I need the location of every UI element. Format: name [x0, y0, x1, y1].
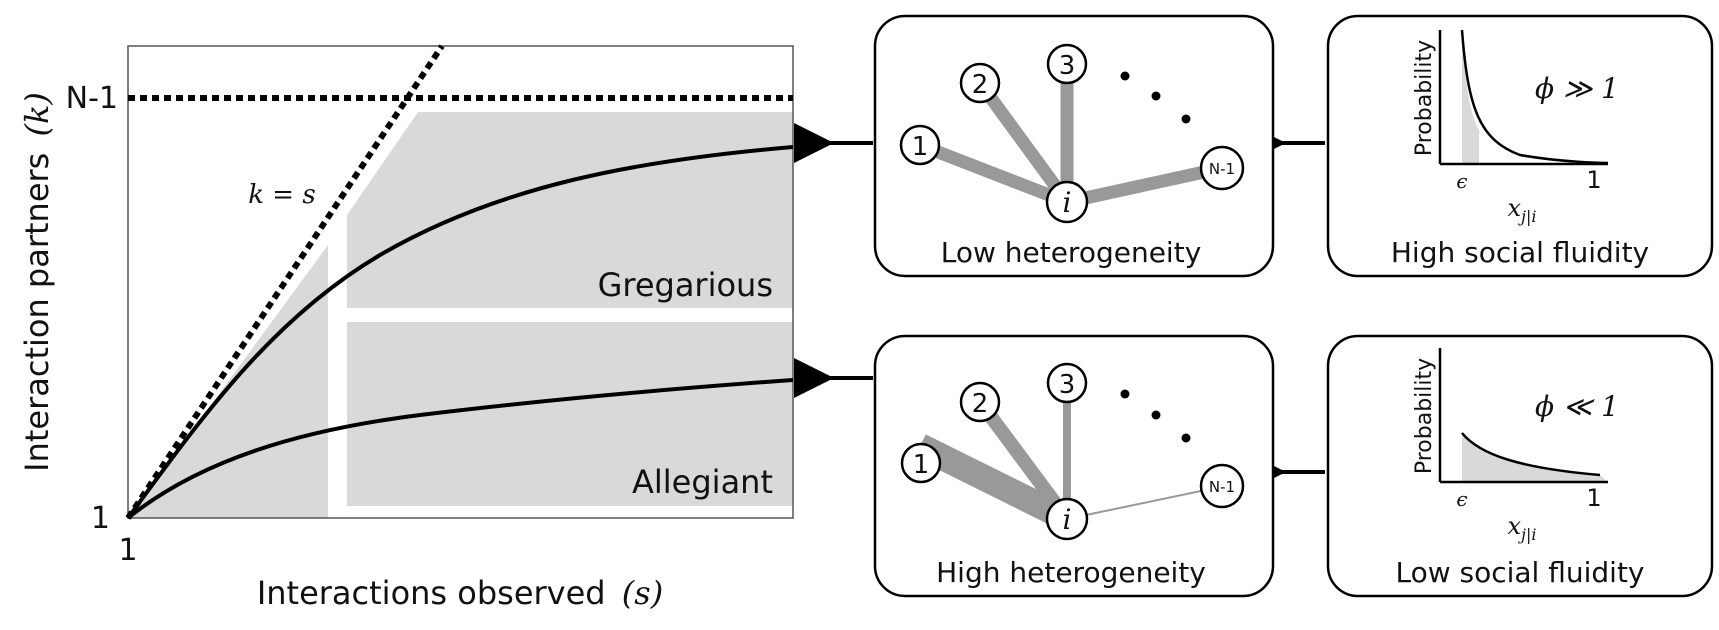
ellipsis-dots: [1120, 389, 1191, 443]
dist-tick-one: 1: [1586, 484, 1601, 512]
svg-text:2: 2: [972, 70, 989, 100]
dist-tick-epsilon: ϵ: [1456, 169, 1467, 193]
node-center-i: i: [1045, 497, 1089, 541]
node-n-minus-1: N-1: [1199, 145, 1245, 191]
node-center-i: i: [1045, 180, 1089, 224]
node-1: 1: [900, 442, 942, 484]
y-axis-label: Interaction partners (k): [18, 92, 56, 472]
panel-caption: Low heterogeneity: [941, 236, 1202, 269]
k-equals-s-label: k = s: [248, 180, 315, 210]
node-2: 2: [959, 62, 1001, 104]
dist-ylabel: Probability: [1412, 358, 1437, 474]
svg-text:N-1: N-1: [1209, 478, 1235, 496]
svg-text:i: i: [1063, 186, 1072, 219]
node-n-minus-1: N-1: [1199, 463, 1245, 509]
shaded-region-left-lower: [128, 300, 328, 518]
svg-text:2: 2: [972, 389, 989, 419]
svg-text:1: 1: [912, 132, 929, 162]
phi-label: ϕ ≪ 1: [1535, 390, 1619, 423]
svg-text:1: 1: [913, 450, 930, 480]
svg-text:i: i: [1063, 503, 1072, 536]
dist-xlabel: xj|i: [1507, 194, 1536, 226]
y-tick-bottom: 1: [91, 501, 110, 536]
panel-caption: High heterogeneity: [936, 556, 1206, 589]
panel-caption: Low social fluidity: [1395, 556, 1644, 589]
k-equals-s-line: [125, 44, 445, 520]
allegiant-curve: [126, 378, 794, 520]
svg-text:3: 3: [1059, 51, 1076, 81]
y-tick-top: N-1: [66, 81, 118, 116]
network-panel-high-heterogeneity: 1 2 3 N-1 i High heterogeneity: [873, 334, 1275, 598]
chart-frame: [127, 45, 794, 519]
shaded-region-lower: [347, 322, 793, 506]
node-3: 3: [1046, 362, 1088, 404]
ellipsis-dots: [1120, 71, 1191, 124]
x-axis-label: Interactions observed (s): [257, 574, 663, 612]
distribution-curve: [1461, 432, 1601, 477]
node-2: 2: [959, 381, 1001, 423]
interaction-chart: k = s Gregarious Allegiant N-1 1 1 Inter…: [18, 44, 794, 612]
distribution-panel-low-fluidity: Probability ϵ 1 xj|i ϕ ≪ 1 Low social fl…: [1326, 334, 1714, 598]
distribution-panel-high-fluidity: Probability ϵ 1 xj|i ϕ ≫ 1 High social f…: [1326, 14, 1714, 278]
region-label-allegiant: Allegiant: [632, 463, 773, 501]
shaded-tail: [1462, 36, 1479, 163]
x-tick-left: 1: [118, 533, 137, 568]
region-label-gregarious: Gregarious: [598, 266, 773, 304]
dist-tick-one: 1: [1586, 166, 1601, 194]
dist-ylabel: Probability: [1412, 40, 1437, 156]
dist-tick-epsilon: ϵ: [1456, 487, 1467, 511]
dist-xlabel: xj|i: [1507, 512, 1536, 544]
panel-caption: High social fluidity: [1391, 236, 1649, 269]
shaded-tail: [1462, 433, 1608, 482]
svg-text:N-1: N-1: [1209, 160, 1235, 178]
network-panel-low-heterogeneity: 1 2 3 N-1 i Low heterogeneity: [873, 14, 1275, 278]
node-1: 1: [899, 124, 941, 166]
node-3: 3: [1046, 43, 1088, 85]
gregarious-curve: [126, 145, 794, 520]
panel-frame: [1326, 14, 1714, 278]
phi-label: ϕ ≫ 1: [1535, 72, 1619, 105]
distribution-curve: [1460, 29, 1609, 165]
svg-text:3: 3: [1059, 370, 1076, 400]
